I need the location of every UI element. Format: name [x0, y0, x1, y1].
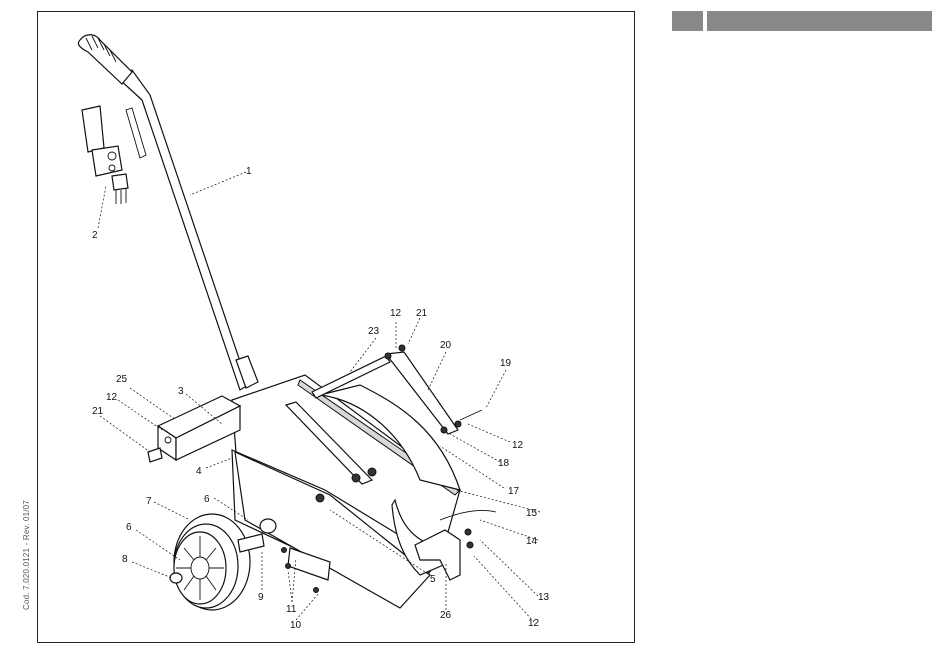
label-13: 13	[538, 592, 550, 603]
label-1: 1	[246, 166, 252, 177]
label-21-top: 21	[416, 308, 428, 319]
label-19: 19	[500, 358, 512, 369]
label-26: 26	[440, 610, 452, 621]
label-7: 7	[146, 496, 152, 507]
label-5: 5	[430, 574, 436, 585]
label-2: 2	[92, 230, 98, 241]
label-8: 8	[122, 554, 128, 565]
label-12-bottom: 12	[528, 618, 540, 629]
handle-tube	[78, 35, 258, 390]
label-14: 14	[526, 536, 538, 547]
grip-bracket	[82, 106, 128, 204]
label-18: 18	[498, 458, 510, 469]
label-23: 23	[368, 326, 380, 337]
front-block	[148, 396, 240, 462]
label-6-left: 6	[126, 522, 132, 533]
label-10: 10	[290, 620, 302, 631]
chassis-frame	[232, 375, 460, 608]
label-25: 25	[116, 374, 128, 385]
label-6-top: 6	[204, 494, 210, 505]
label-12-top: 12	[390, 308, 402, 319]
label-12-right: 12	[512, 440, 524, 451]
label-11: 11	[286, 604, 297, 615]
label-15: 15	[526, 508, 538, 519]
label-21-left: 21	[92, 406, 104, 417]
label-3: 3	[178, 386, 184, 397]
label-4: 4	[196, 466, 202, 477]
label-9: 9	[258, 592, 264, 603]
label-17: 17	[508, 486, 520, 497]
label-12-left: 12	[106, 392, 118, 403]
label-20: 20	[440, 340, 452, 351]
